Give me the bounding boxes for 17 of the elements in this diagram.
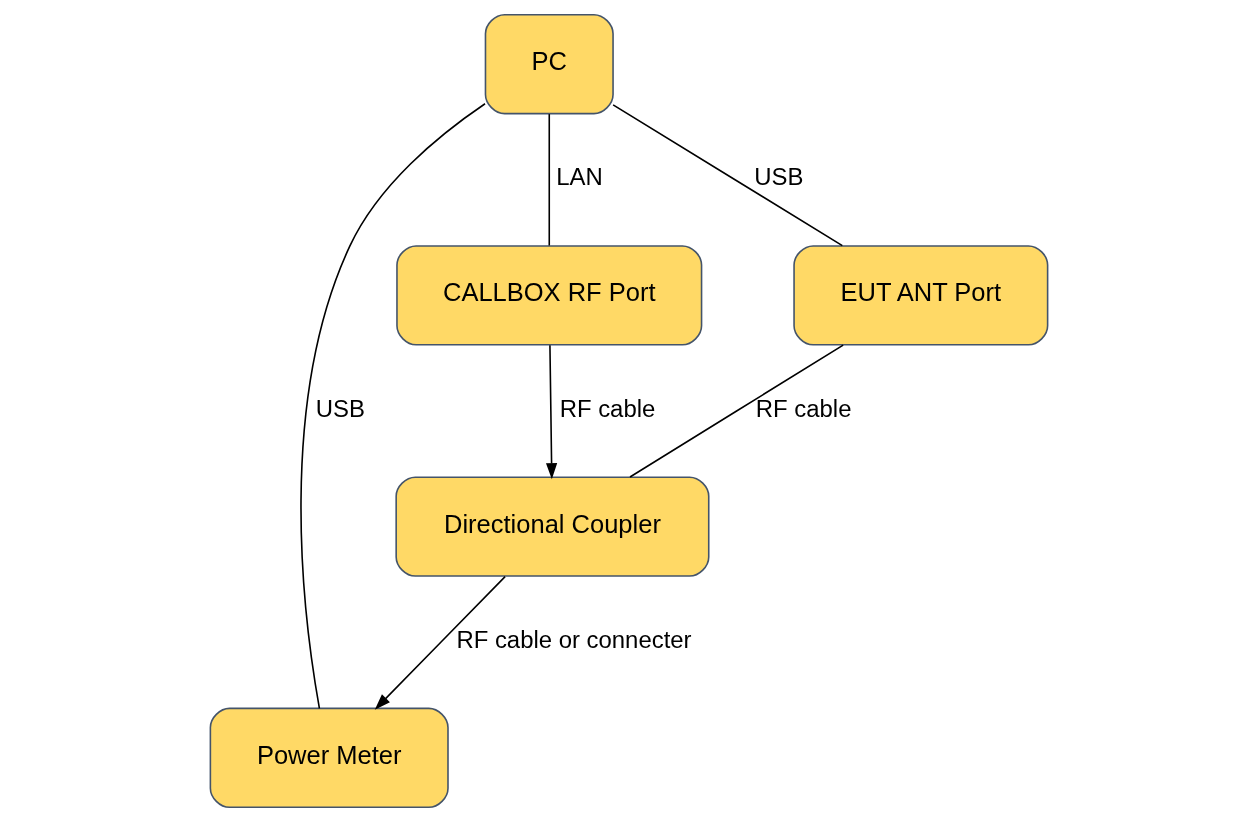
connector	[547, 113, 550, 247]
node-box: CALLBOX RF Port	[395, 245, 702, 346]
edge-label: LAN	[555, 163, 603, 191]
connector	[299, 102, 486, 710]
edge-label: USB	[753, 163, 803, 191]
edge-label: RF cable	[755, 394, 851, 422]
connector	[611, 104, 843, 247]
arrow	[545, 344, 557, 480]
edge-label: RF cable or connecter	[455, 625, 692, 653]
node-box: PC	[484, 13, 614, 115]
node-box: EUT ANT Port	[792, 245, 1048, 346]
arrow	[374, 575, 506, 710]
connector	[628, 344, 844, 478]
edge-label: USB	[315, 394, 365, 422]
node-box: Directional Coupler	[394, 476, 710, 577]
edge-label: RF cable	[559, 394, 655, 422]
node-box: Power Meter	[209, 707, 449, 809]
